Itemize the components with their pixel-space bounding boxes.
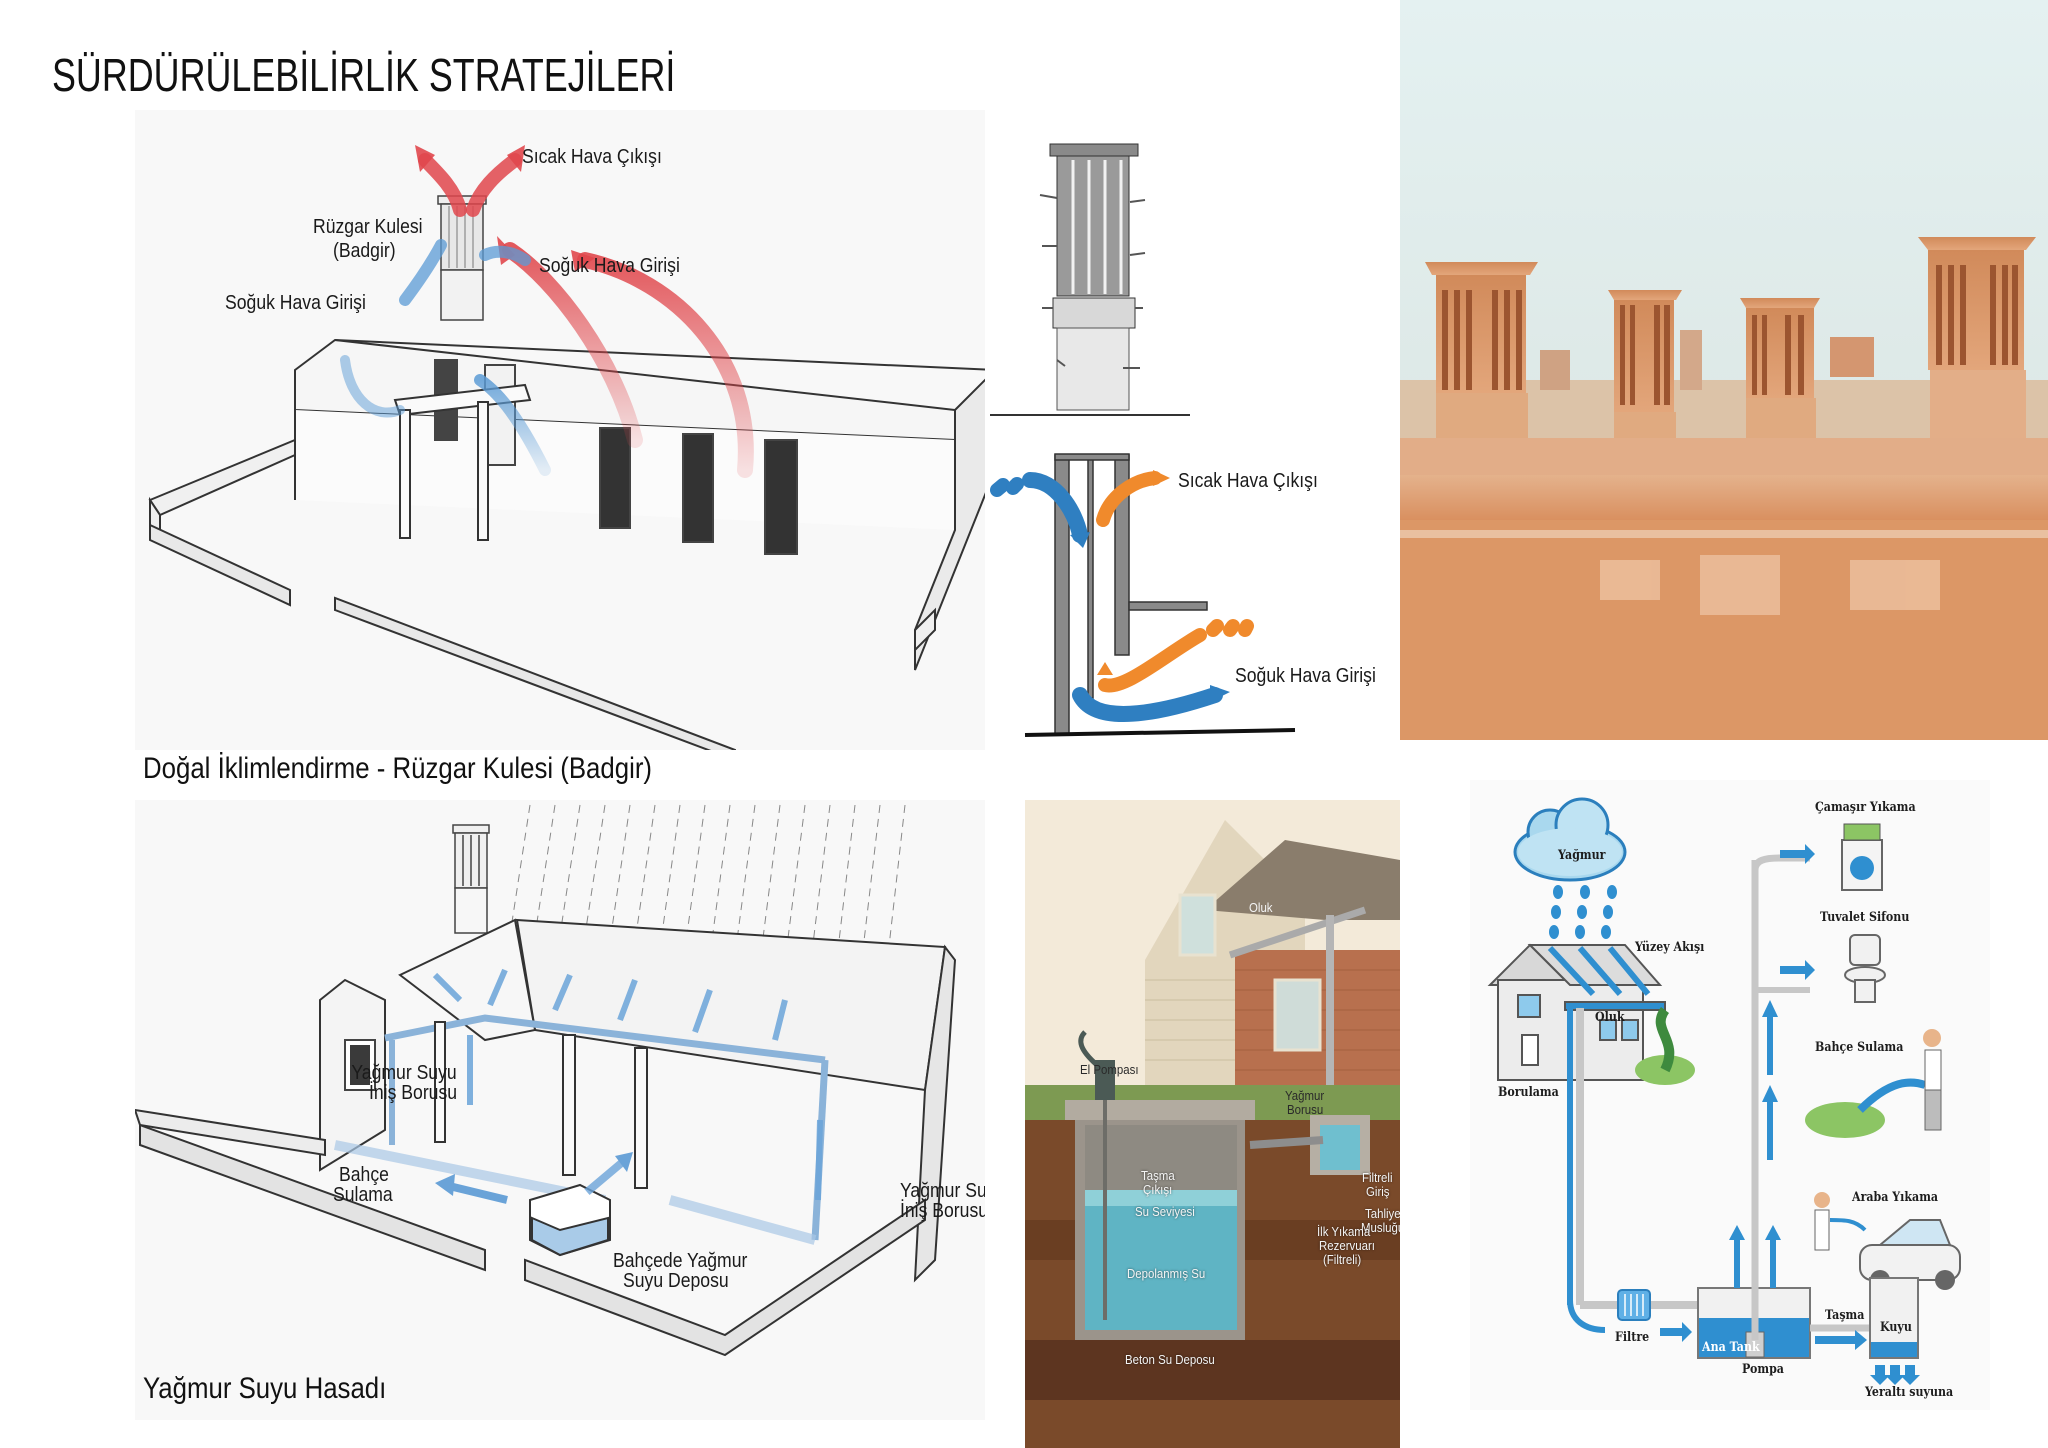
label-pump: Pompa <box>1742 1362 1784 1377</box>
label-cold-air-inlet-right: Soğuk Hava Girişi <box>539 255 680 277</box>
label-garden-irrigation: Bahçe Sulama <box>1815 1040 1904 1055</box>
label-filtered-inlet-1: Filtreli <box>1362 1170 1393 1185</box>
label-drain-tap-1: Tahliye <box>1365 1206 1400 1221</box>
tower-section-drawing <box>990 453 1296 737</box>
label-rain-pipe-1: Yağmur <box>1285 1088 1325 1103</box>
label-drain-tap-2: Musluğu <box>1361 1220 1400 1235</box>
label-filtered-inlet-2: Giriş <box>1366 1184 1390 1199</box>
garden-water-tank <box>529 1183 611 1257</box>
label-downpipe-left-2: İniş Borusu <box>368 1082 457 1104</box>
label-toilet-flush: Tuvalet Sifonu <box>1820 910 1910 925</box>
label-main-tank: Ana Tank <box>1702 1340 1760 1355</box>
label-to-groundwater: Yeraltı suyuna <box>1865 1385 1954 1400</box>
courtyard-walls <box>148 438 936 750</box>
label-downpipe-right-2: İniş Borusu <box>900 1200 985 1222</box>
label-filter: Filtre <box>1615 1330 1650 1345</box>
wind-tower-section-diagram: Sıcak Hava Çıkışı Soğuk Hava Girişi <box>985 440 1405 740</box>
label-first-flush-1: İlk Yıkama <box>1317 1224 1371 1239</box>
garden-irrigation-icon <box>1805 1029 1942 1138</box>
filter-icon <box>1617 1289 1651 1321</box>
label-first-flush-3: (Filtreli) <box>1323 1252 1362 1267</box>
wind-tower-elevation-sketch <box>985 130 1195 420</box>
rainwater-flow-diagram: Yağmur Yüzey Akışı Oluk Borulama Çamaşır… <box>1470 780 1990 1410</box>
label-section-cold-air-inlet: Soğuk Hava Girişi <box>1235 665 1376 687</box>
label-rain: Yağmur <box>1558 848 1606 863</box>
cold-air-flow-arrows <box>990 472 1223 722</box>
label-tower-name: Rüzgar Kulesi <box>313 216 423 238</box>
label-well: Kuyu <box>1880 1320 1912 1335</box>
windcatcher-tower <box>1425 262 1538 438</box>
label-rain-pipe-2: Borusu <box>1287 1102 1324 1117</box>
flow-diagram-art <box>1487 797 1961 1385</box>
label-downpipe-right-1: Yağmur Suyu <box>900 1180 985 1202</box>
label-water-level: Su Seviyesi <box>1135 1204 1195 1219</box>
rain-flow-arrows <box>432 968 823 1201</box>
rainwater-isometric-drawing <box>135 804 957 1357</box>
label-overflow-2: Çıkışı <box>1143 1182 1173 1197</box>
label-tower-name-alt: (Badgir) <box>333 240 396 262</box>
house-body <box>319 918 957 1283</box>
wind-tower-isometric-drawing <box>148 145 985 750</box>
label-section-hot-air-exit: Sıcak Hava Çıkışı <box>1178 470 1318 492</box>
label-first-flush-2: Rezervuarı <box>1319 1238 1375 1253</box>
rain-drops <box>1549 885 1617 939</box>
rainwater-isometric-diagram: Yağmur Suyu İniş Borusu Bahçe Sulama Yağ… <box>135 800 985 1420</box>
label-gutter-flow: Oluk <box>1595 1010 1625 1025</box>
windcatchers-photo <box>1400 0 2048 740</box>
car-wash-icon <box>1814 1192 1961 1290</box>
caption-rainwater: Yağmur Suyu Hasadı <box>143 1372 387 1405</box>
label-cold-air-inlet-left: Soğuk Hava Girişi <box>225 292 366 314</box>
label-hot-air-exit: Sıcak Hava Çıkışı <box>522 146 662 168</box>
label-downpipe-left-1: Yağmur Suyu <box>351 1062 457 1084</box>
tower-elevation-drawing <box>990 143 1190 416</box>
label-garden-tank-1: Bahçede Yağmur <box>613 1250 748 1272</box>
label-garden-tank-2: Suyu Deposu <box>623 1270 729 1292</box>
wind-tower-shape <box>437 195 487 321</box>
cistern-illustration: Oluk El Pompası Yağmur Borusu Taşma Çıkı… <box>1025 800 1400 1448</box>
label-garden-irrigation-2: Sulama <box>333 1184 393 1206</box>
label-surface-runoff: Yüzey Akışı <box>1635 940 1705 955</box>
label-stored-water: Depolanmış Su <box>1127 1266 1206 1281</box>
cold-air-arrows <box>340 239 551 476</box>
hot-air-flow-arrows <box>1096 471 1254 693</box>
label-gutter: Oluk <box>1249 900 1273 915</box>
cistern-illustration-art <box>1025 820 1400 1448</box>
house-body <box>294 338 985 671</box>
hot-air-arrows <box>415 145 754 478</box>
label-hand-pump: El Pompası <box>1080 1062 1139 1077</box>
label-laundry: Çamaşır Yıkama <box>1815 800 1916 815</box>
page-title: SÜRDÜRÜLEBİLİRLİK STRATEJİLERİ <box>52 49 676 101</box>
well-icon <box>1869 1277 1919 1359</box>
label-piping: Borulama <box>1498 1085 1559 1100</box>
windcatchers-photo-art <box>1400 237 2048 740</box>
cloud-icon <box>1513 797 1627 882</box>
label-car-wash: Araba Yıkama <box>1852 1190 1939 1205</box>
label-overflow: Taşma <box>1825 1308 1865 1323</box>
label-overflow-1: Taşma <box>1141 1168 1175 1183</box>
washing-machine-icon <box>1841 823 1883 891</box>
wind-tower-shape <box>452 824 490 934</box>
toilet-icon <box>1844 934 1886 1003</box>
caption-wind-tower: Doğal İklimlendirme - Rüzgar Kulesi (Bad… <box>143 752 653 785</box>
label-concrete-tank: Beton Su Deposu <box>1125 1352 1215 1367</box>
wind-tower-isometric-diagram: Sıcak Hava Çıkışı Rüzgar Kulesi (Badgir)… <box>135 110 985 750</box>
label-garden-irrigation-1: Bahçe <box>339 1164 389 1186</box>
